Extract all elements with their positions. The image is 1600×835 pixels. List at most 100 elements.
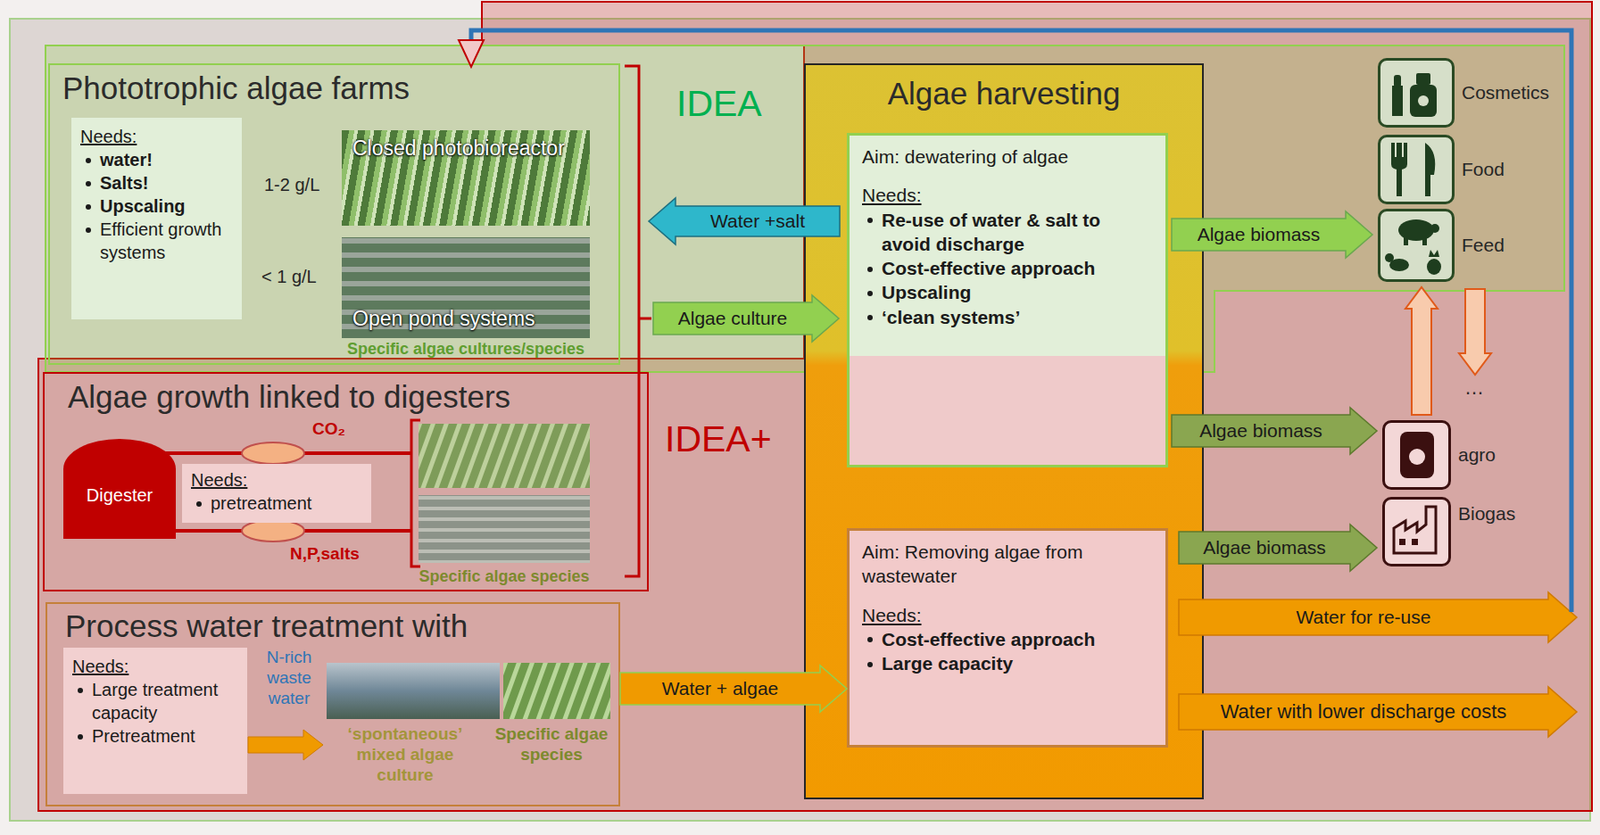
process-box: Algae harvestingAim: dewatering of algae… xyxy=(804,63,1204,800)
food-icon xyxy=(1379,136,1453,203)
photobioreactor-photo xyxy=(418,423,590,489)
node-text: Large capacity xyxy=(862,651,1153,676)
block-arrow xyxy=(1178,592,1577,643)
node-text: Cost-effective approach xyxy=(862,256,1153,281)
species-label: ‘spontaneous’ mixed algae culture xyxy=(329,724,481,786)
connector xyxy=(1171,211,1373,258)
edge-label: Algae biomass xyxy=(1202,536,1327,559)
arrow-label: Water with lower discharge costs xyxy=(1220,700,1508,724)
edge-label: Water for re-use xyxy=(1296,605,1432,629)
section-title: Phototrophic algae farms xyxy=(62,70,606,107)
block-arrow xyxy=(620,665,847,713)
valve xyxy=(241,520,305,542)
species-label: Specific algae cultures/species xyxy=(323,339,609,360)
node-text: Cost-effective approach xyxy=(862,627,1153,652)
product-icon: agro xyxy=(1382,420,1451,490)
concentration-label: < 1 g/L xyxy=(261,265,317,288)
node-text: Cosmetics xyxy=(1461,80,1550,105)
fertilizer-icon xyxy=(1384,422,1450,489)
node-text: Re-use of water & salt to avoid discharg… xyxy=(862,207,1153,257)
nutrient-pipe xyxy=(160,529,412,533)
more-label: … xyxy=(1464,376,1484,400)
bracket xyxy=(411,420,421,567)
stream-label: N,P,salts xyxy=(290,544,360,565)
node-text: Needs: xyxy=(862,182,1153,208)
section-title: Process water treatment with xyxy=(65,608,601,645)
node-text: Aim: Removing algae from wastewater xyxy=(862,539,1153,589)
block-arrow xyxy=(1178,524,1377,572)
node-text: Food xyxy=(1461,157,1505,182)
pond-photo xyxy=(418,495,590,564)
node-text: Biogas xyxy=(1458,501,1516,526)
valve xyxy=(241,442,305,465)
node-text: Needs: xyxy=(190,468,363,492)
node-text: Needs: xyxy=(80,124,233,149)
product-icon: Cosmetics xyxy=(1377,58,1455,128)
concentration-label: 1-2 g/L xyxy=(264,174,320,196)
gas-pipe xyxy=(160,451,412,456)
connector xyxy=(1178,524,1377,572)
node-text: Needs: xyxy=(862,603,1153,628)
edge-label: Algae biomass xyxy=(1197,223,1321,246)
connector xyxy=(653,295,839,342)
aim-box: Aim: Removing algae from wastewaterNeeds… xyxy=(846,528,1169,748)
digester-tank: Digester xyxy=(63,439,176,539)
product-icon: Biogas xyxy=(1382,497,1451,567)
node-text: Pretreatment xyxy=(72,724,239,748)
node-text: Upscaling xyxy=(80,194,233,218)
node-text: Feed xyxy=(1461,232,1505,257)
edge-label: Algae culture xyxy=(678,306,788,330)
needs-box: Needs:Large treatment capacityPretreatme… xyxy=(63,647,248,795)
edge-label: Water +salt xyxy=(710,209,805,233)
basin-photo xyxy=(326,663,500,720)
node-text: ‘clean systems’ xyxy=(862,305,1153,330)
group-label: IDEA+ xyxy=(664,417,772,462)
species-label: Specific algae species xyxy=(489,724,614,766)
block-arrow xyxy=(648,198,840,245)
connector xyxy=(648,198,840,245)
node-text: Needs: xyxy=(72,654,239,679)
arrow-head xyxy=(458,40,484,67)
edge-label: Algae biomass xyxy=(1199,419,1323,442)
photo-panel: Closed photobioreactor xyxy=(341,130,590,226)
block-arrow xyxy=(653,295,839,342)
connector xyxy=(620,665,847,713)
connector xyxy=(1405,287,1438,415)
photo-panel: Open pond systems xyxy=(341,237,590,339)
node-text: Aim: dewatering of algae xyxy=(862,144,1153,169)
node-text: Digester xyxy=(86,483,153,507)
connector xyxy=(458,30,1577,643)
idea-plus-region xyxy=(38,1,1592,812)
discharge-arrow xyxy=(1178,687,1577,738)
block-arrow xyxy=(1171,211,1373,258)
flow-arrow xyxy=(1459,289,1492,375)
ground xyxy=(9,18,1591,821)
node-text: Efficient growth systems xyxy=(80,217,233,265)
connector xyxy=(1171,407,1377,455)
product-icon: Food xyxy=(1377,134,1455,205)
section-title: Algae harvesting xyxy=(887,75,1121,112)
section-title: Algae growth linked to digesters xyxy=(67,379,624,415)
algae-photo xyxy=(503,663,611,720)
needs-box: Needs:water!Salts!UpscalingEfficient gro… xyxy=(71,117,242,320)
feed-icon xyxy=(1379,210,1453,281)
edge-label: Water + algae xyxy=(662,677,780,700)
cosmetics-icon xyxy=(1379,59,1453,126)
stream-label: CO₂ xyxy=(312,419,346,440)
node-text: Upscaling xyxy=(862,280,1153,305)
region-box: Process water treatment withNeeds:Large … xyxy=(45,602,621,807)
aim-box: Aim: dewatering of algaeNeeds:Re-use of … xyxy=(846,132,1169,468)
node-text: Open pond systems xyxy=(352,306,580,333)
needs-box: Needs:pretreatment xyxy=(182,464,372,523)
node-text: Closed photobioreactor xyxy=(352,135,580,163)
species-label: Specific algae species xyxy=(410,567,598,588)
return-line xyxy=(471,30,1572,613)
block-arrow xyxy=(1405,287,1438,415)
region-box: Phototrophic algae farmsNeeds:water!Salt… xyxy=(48,63,621,365)
node-text: water! xyxy=(80,148,233,172)
group-label: IDEA xyxy=(676,82,763,126)
biogas-icon xyxy=(1384,498,1450,565)
node-text: pretreatment xyxy=(190,491,363,515)
inflow-arrow xyxy=(248,729,324,761)
